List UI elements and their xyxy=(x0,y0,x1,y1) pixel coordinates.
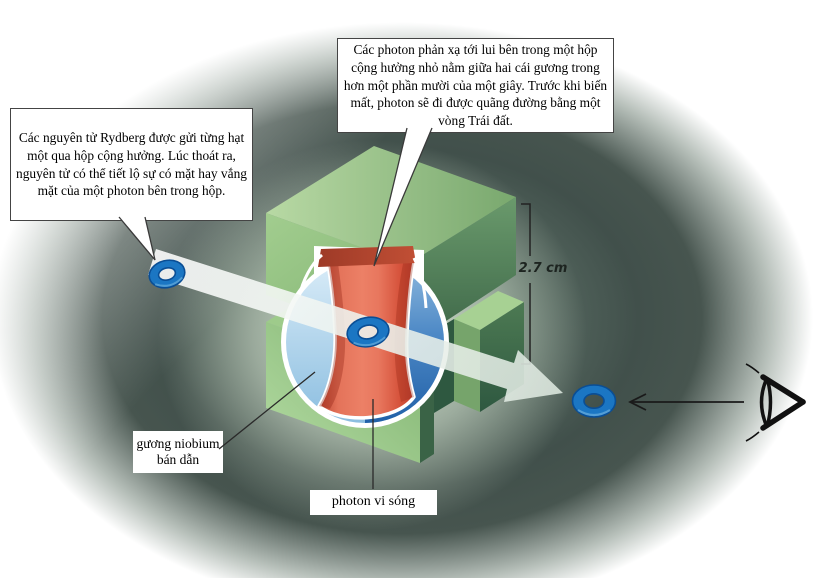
label-microwave-photon-text: photon vi sóng xyxy=(331,494,416,510)
eye-lens-outer xyxy=(759,377,769,428)
ring-torus xyxy=(571,384,617,418)
eye-upper-lid xyxy=(760,374,806,405)
eye-icon xyxy=(745,363,806,442)
callout-photon-text: Các photon phản xạ tới lui bên trong một… xyxy=(343,41,608,129)
rydberg-atom-ring-1 xyxy=(148,259,186,289)
rydberg-atom-ring-3 xyxy=(571,384,617,418)
mirror-left-rim-arc xyxy=(297,253,323,298)
label-microwave-photon: photon vi sóng xyxy=(310,490,437,515)
ring-highlight xyxy=(154,276,184,287)
label-niobium-mirror-text: gương niobium bán dẫn xyxy=(136,435,220,467)
ring-highlight xyxy=(577,409,611,417)
label-niobium-mirror: gương niobium bán dẫn xyxy=(133,431,223,473)
eye-lash-top xyxy=(745,363,760,374)
bracket-top xyxy=(521,203,531,256)
observer-arrow-head xyxy=(628,393,647,411)
callout-rydberg-box: Các nguyên tử Rydberg được gửi từng hạt … xyxy=(10,108,253,221)
eye-lash-bottom xyxy=(745,431,760,442)
ring-highlight xyxy=(353,336,386,347)
rydberg-atom-ring-2 xyxy=(346,316,390,348)
step-block-top-face xyxy=(454,291,524,330)
photon-field-left-shade xyxy=(319,253,346,409)
observer-arrow xyxy=(628,393,744,411)
ring-torus xyxy=(346,316,390,348)
callout-photon-box: Các photon phản xạ tới lui bên trong một… xyxy=(337,38,614,133)
dimension-label: 2.7 cm xyxy=(518,261,568,276)
callout-rydberg-text: Các nguyên tử Rydberg được gửi từng hạt … xyxy=(16,129,247,199)
ring-torus xyxy=(148,259,186,289)
eye-lens-inner xyxy=(765,377,773,428)
